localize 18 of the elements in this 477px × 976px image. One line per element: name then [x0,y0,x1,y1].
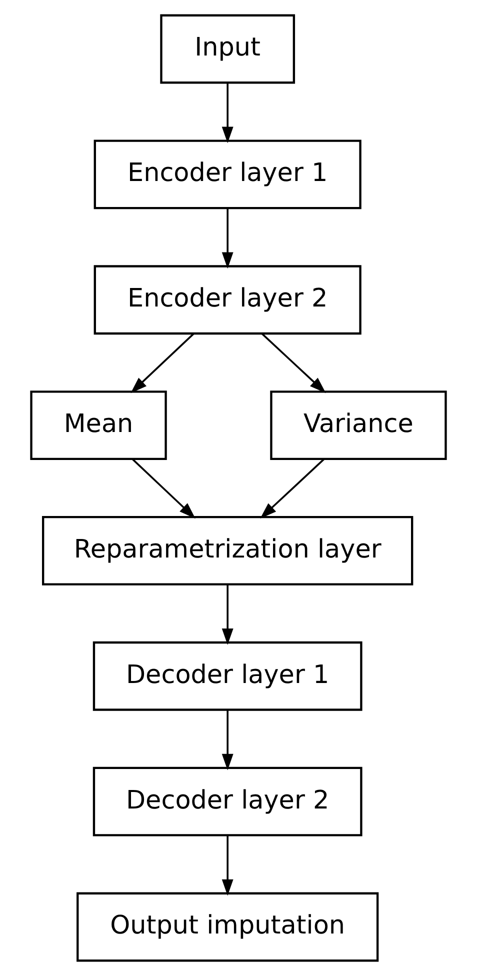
arrow [222,835,234,896]
arrow [130,333,194,394]
arrow [222,82,234,144]
arrow [222,584,234,645]
node-box: Encoder layer 2 [94,265,362,335]
node-box: Variance [270,390,447,460]
arrow [260,458,325,519]
arrow [132,458,196,519]
arrow [222,710,234,770]
node-box: Input [160,14,296,84]
arrow [222,208,234,269]
arrow [261,333,326,394]
node-box: Decoder layer 1 [92,641,362,711]
node-box: Reparametrization layer [42,516,414,586]
node-box: Encoder layer 1 [94,140,362,210]
node-box: Decoder layer 2 [92,766,362,836]
node-box: Output imputation [76,892,379,962]
node-box: Mean [30,390,167,460]
